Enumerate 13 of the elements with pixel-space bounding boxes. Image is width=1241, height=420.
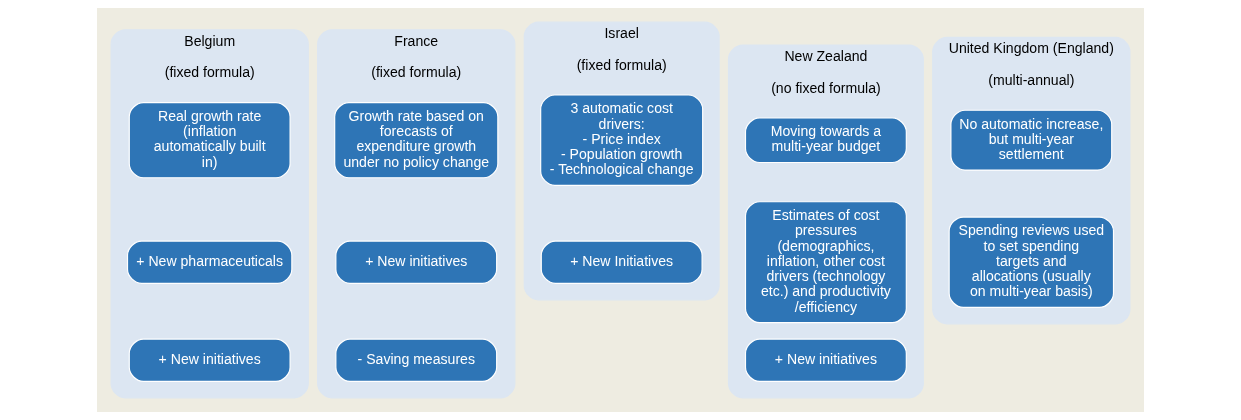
node-box: + New initiatives [128, 338, 291, 382]
node-box: + New initiatives [335, 240, 498, 284]
node-box: 3 automatic cost drivers: - Price index - Population growth - Technological change [540, 94, 704, 186]
node-box: Growth rate based on forecasts of expenditure growth under no policy change [334, 102, 499, 179]
node-box: Spending reviews used to set spending targets and allocations (usually on multi-year basis) [948, 216, 1115, 308]
node-box: Moving towards a multi-year budget [744, 117, 907, 164]
node-box: No automatic increase, but multi-year settlement [950, 109, 1113, 171]
node-box: + New pharmaceuticals [126, 240, 293, 284]
node-box: - Saving measures [335, 338, 498, 382]
node-box: Real growth rate (inflation automatically built in) [128, 102, 291, 179]
node-box: Estimates of cost pressures (demographics, inflation, other cost drivers (technology etc.) and productivity/efficiency [744, 201, 907, 324]
node-box: + New initiatives [744, 338, 907, 382]
node-box: + New Initiatives [540, 240, 703, 284]
